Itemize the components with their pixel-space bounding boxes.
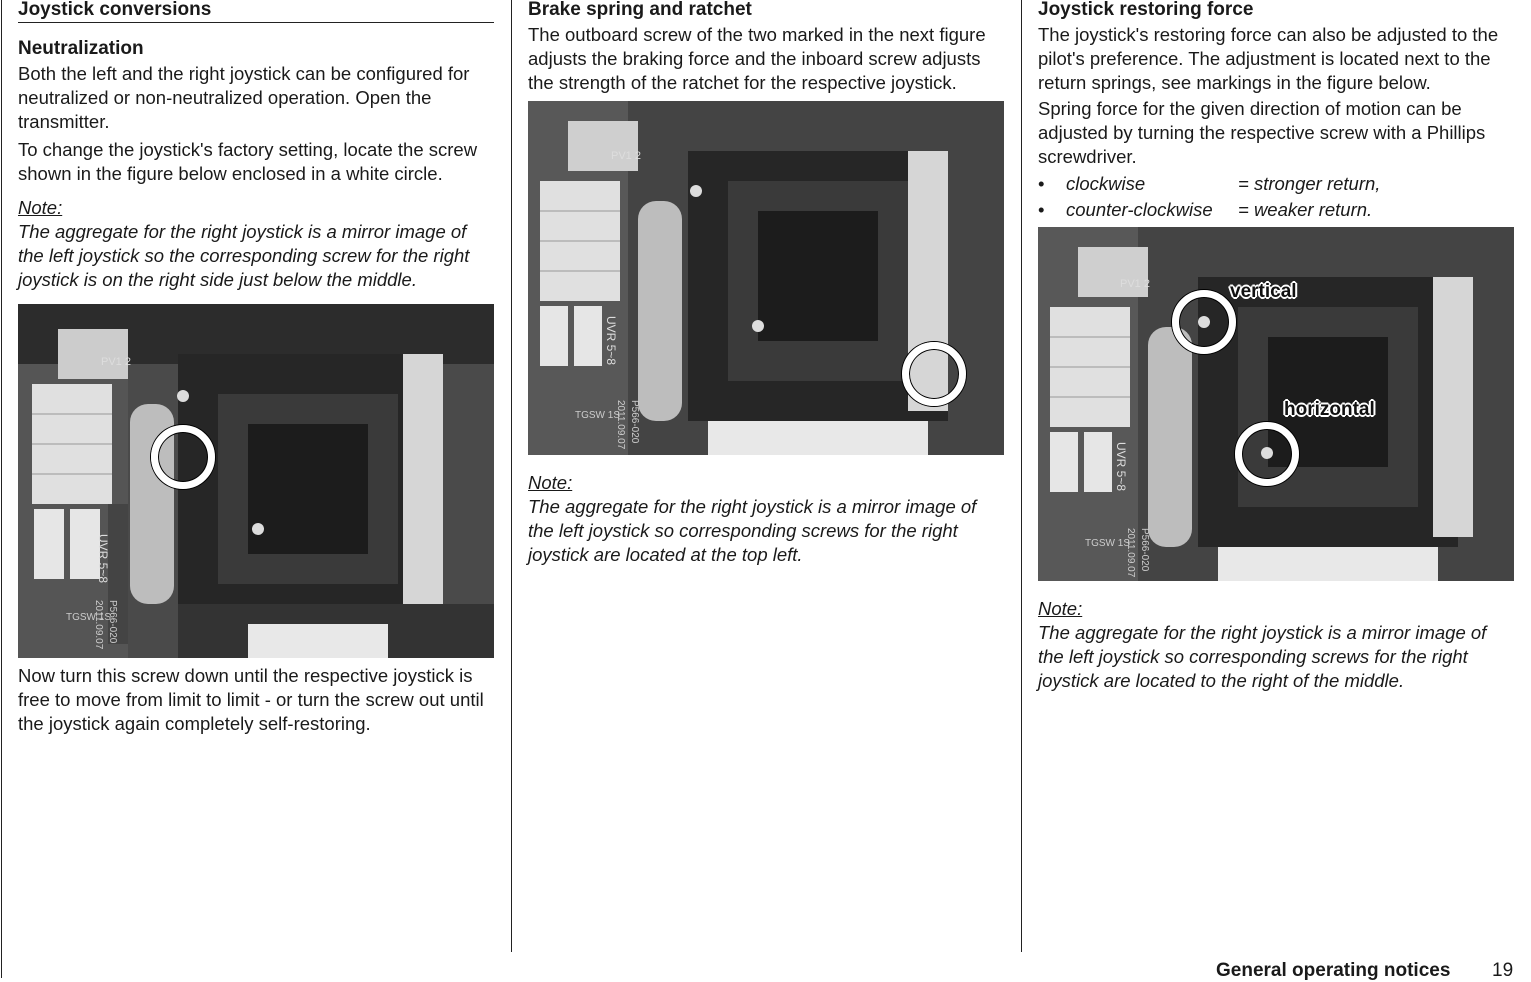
section-title: Brake spring and ratchet — [528, 0, 752, 20]
page-number: 19 — [1492, 960, 1514, 981]
paragraph: Spring force for the given direction of … — [1038, 98, 1486, 167]
note-label: Note: — [1038, 598, 1083, 619]
paragraph: Both the left and the right joystick can… — [18, 63, 470, 132]
pcb-label: PV1 2 — [101, 356, 131, 368]
pcb-label: PV1 2 — [611, 150, 641, 162]
pcb-label: 2011.09.07 — [1125, 528, 1136, 578]
bullet-list: •clockwise= stronger return, •counter-cl… — [1038, 171, 1514, 223]
joystick-mechanism-illustration — [18, 304, 494, 658]
list-item: •clockwise= stronger return, — [1038, 171, 1514, 197]
column-joystick-conversions: Joystick conversions Neutralization Both… — [18, 0, 494, 736]
pcb-label: UVR 5~8 — [96, 534, 110, 584]
column-brake-spring: Brake spring and ratchet The outboard sc… — [528, 0, 1004, 567]
note-text: The aggregate for the right joystick is … — [18, 221, 470, 290]
pcb-label: 2011.09.07 — [615, 400, 626, 450]
horizontal-label: horizontal — [1284, 399, 1375, 420]
joystick-mechanism-illustration — [1038, 227, 1514, 581]
pcb-label: P566-020 — [629, 400, 640, 444]
footer-section-title: General operating notices — [1216, 960, 1451, 981]
restoring-force-photo-figure: vertical horizontal UVR 5~8 — [1038, 227, 1514, 581]
left-border-rule — [1, 0, 2, 978]
pcb-label: UVR 5~8 — [604, 316, 618, 366]
pcb-label: TGSW 1S — [66, 612, 112, 623]
column-divider-1 — [511, 0, 512, 952]
vertical-label: vertical — [1230, 281, 1297, 302]
section-title: Joystick restoring force — [1038, 0, 1254, 20]
joystick-photo-figure: UVR 5~8 — [18, 304, 494, 658]
pcb-label: TGSW 1S — [575, 410, 621, 421]
pcb-label: PV1 2 — [1120, 278, 1150, 290]
column-divider-2 — [1021, 0, 1022, 952]
note-label: Note: — [18, 197, 63, 218]
note-text: The aggregate for the right joystick is … — [1038, 622, 1487, 691]
highlight-circle — [902, 342, 966, 406]
column-restoring-force: Joystick restoring force The joystick's … — [1038, 0, 1514, 693]
pcb-label: P566-020 — [107, 600, 118, 644]
section-title: Joystick conversions — [18, 0, 494, 23]
brake-spring-photo-figure: UVR 5~8 — [528, 101, 1004, 455]
paragraph: The outboard screw of the two marked in … — [528, 24, 986, 93]
pcb-label: TGSW 1S — [1085, 538, 1131, 549]
highlight-circle — [151, 425, 215, 489]
bullet-icon: • — [1038, 173, 1045, 194]
paragraph: The joystick's restoring force can also … — [1038, 24, 1499, 93]
subsection-title: Neutralization — [18, 38, 144, 59]
pcb-label: 2011.09.07 — [93, 600, 104, 650]
pcb-label: UVR 5~8 — [1114, 442, 1128, 492]
vertical-screw-circle — [1172, 290, 1236, 354]
note-label: Note: — [528, 472, 573, 493]
list-item: •counter-clockwise= weaker return. — [1038, 197, 1514, 223]
paragraph: To change the joystick's factory setting… — [18, 139, 478, 184]
bullet-icon: • — [1038, 199, 1045, 220]
paragraph: Now turn this screw down until the respe… — [18, 665, 484, 734]
horizontal-screw-circle — [1235, 422, 1299, 486]
pcb-label: P566-020 — [1139, 528, 1150, 572]
note-text: The aggregate for the right joystick is … — [528, 496, 977, 565]
